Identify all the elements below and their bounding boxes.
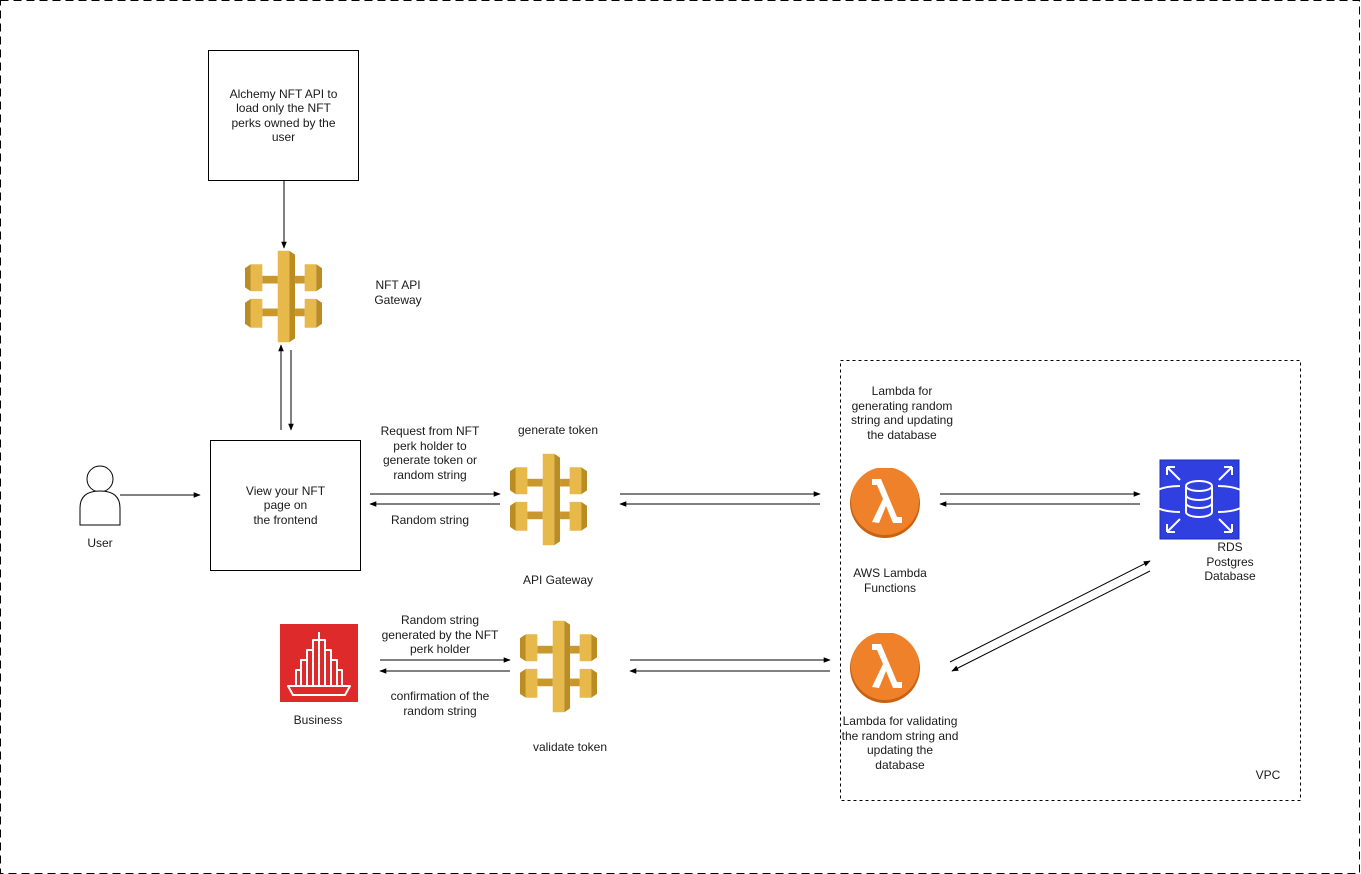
lambda-generate-label: Lambda for generating random string and … [850,384,954,442]
alchemy-nft-api-box: Alchemy NFT API to load only the NFT per… [208,50,359,181]
business-label: Business [293,713,343,727]
aws-lambda-functions-label: AWS Lambda Functions [853,566,927,595]
vpc-boundary [840,360,1301,801]
nft-api-gateway-label: NFT API Gateway [374,278,422,307]
arrow-rds-to-validate-lambda [951,570,1151,672]
user-label: User [87,536,113,550]
confirmation-message-label: confirmation of the random string [390,689,490,718]
generate-token-label: generate token [517,423,599,437]
api-gateway-icon [510,453,587,546]
rds-database-icon [1147,459,1251,540]
api-gateway-icon [245,250,322,343]
business-building-icon [280,624,358,702]
validate-token-label: validate token [532,740,608,754]
api-gateway-label: API Gateway [522,573,594,587]
aws-lambda-icon [850,468,920,538]
alchemy-nft-api-label: Alchemy NFT API to load only the NFT per… [229,86,338,145]
vpc-label: VPC [1255,768,1281,782]
frontend-label: View your NFT page on the frontend [245,483,326,527]
rds-label: RDS Postgres Database [1204,540,1256,583]
frontend-box: View your NFT page on the frontend [210,440,361,571]
random-string-reply-label: Random string [390,513,470,527]
aws-lambda-icon [850,633,920,703]
api-gateway-icon [520,620,597,713]
business-message-label: Random string generated by the NFT perk … [381,613,499,656]
lambda-validate-label: Lambda for validating the random string … [841,714,959,772]
user-icon [79,465,121,526]
request-message-label: Request from NFT perk holder to generate… [380,424,480,482]
arrow-validate-lambda-to-rds [949,560,1151,663]
